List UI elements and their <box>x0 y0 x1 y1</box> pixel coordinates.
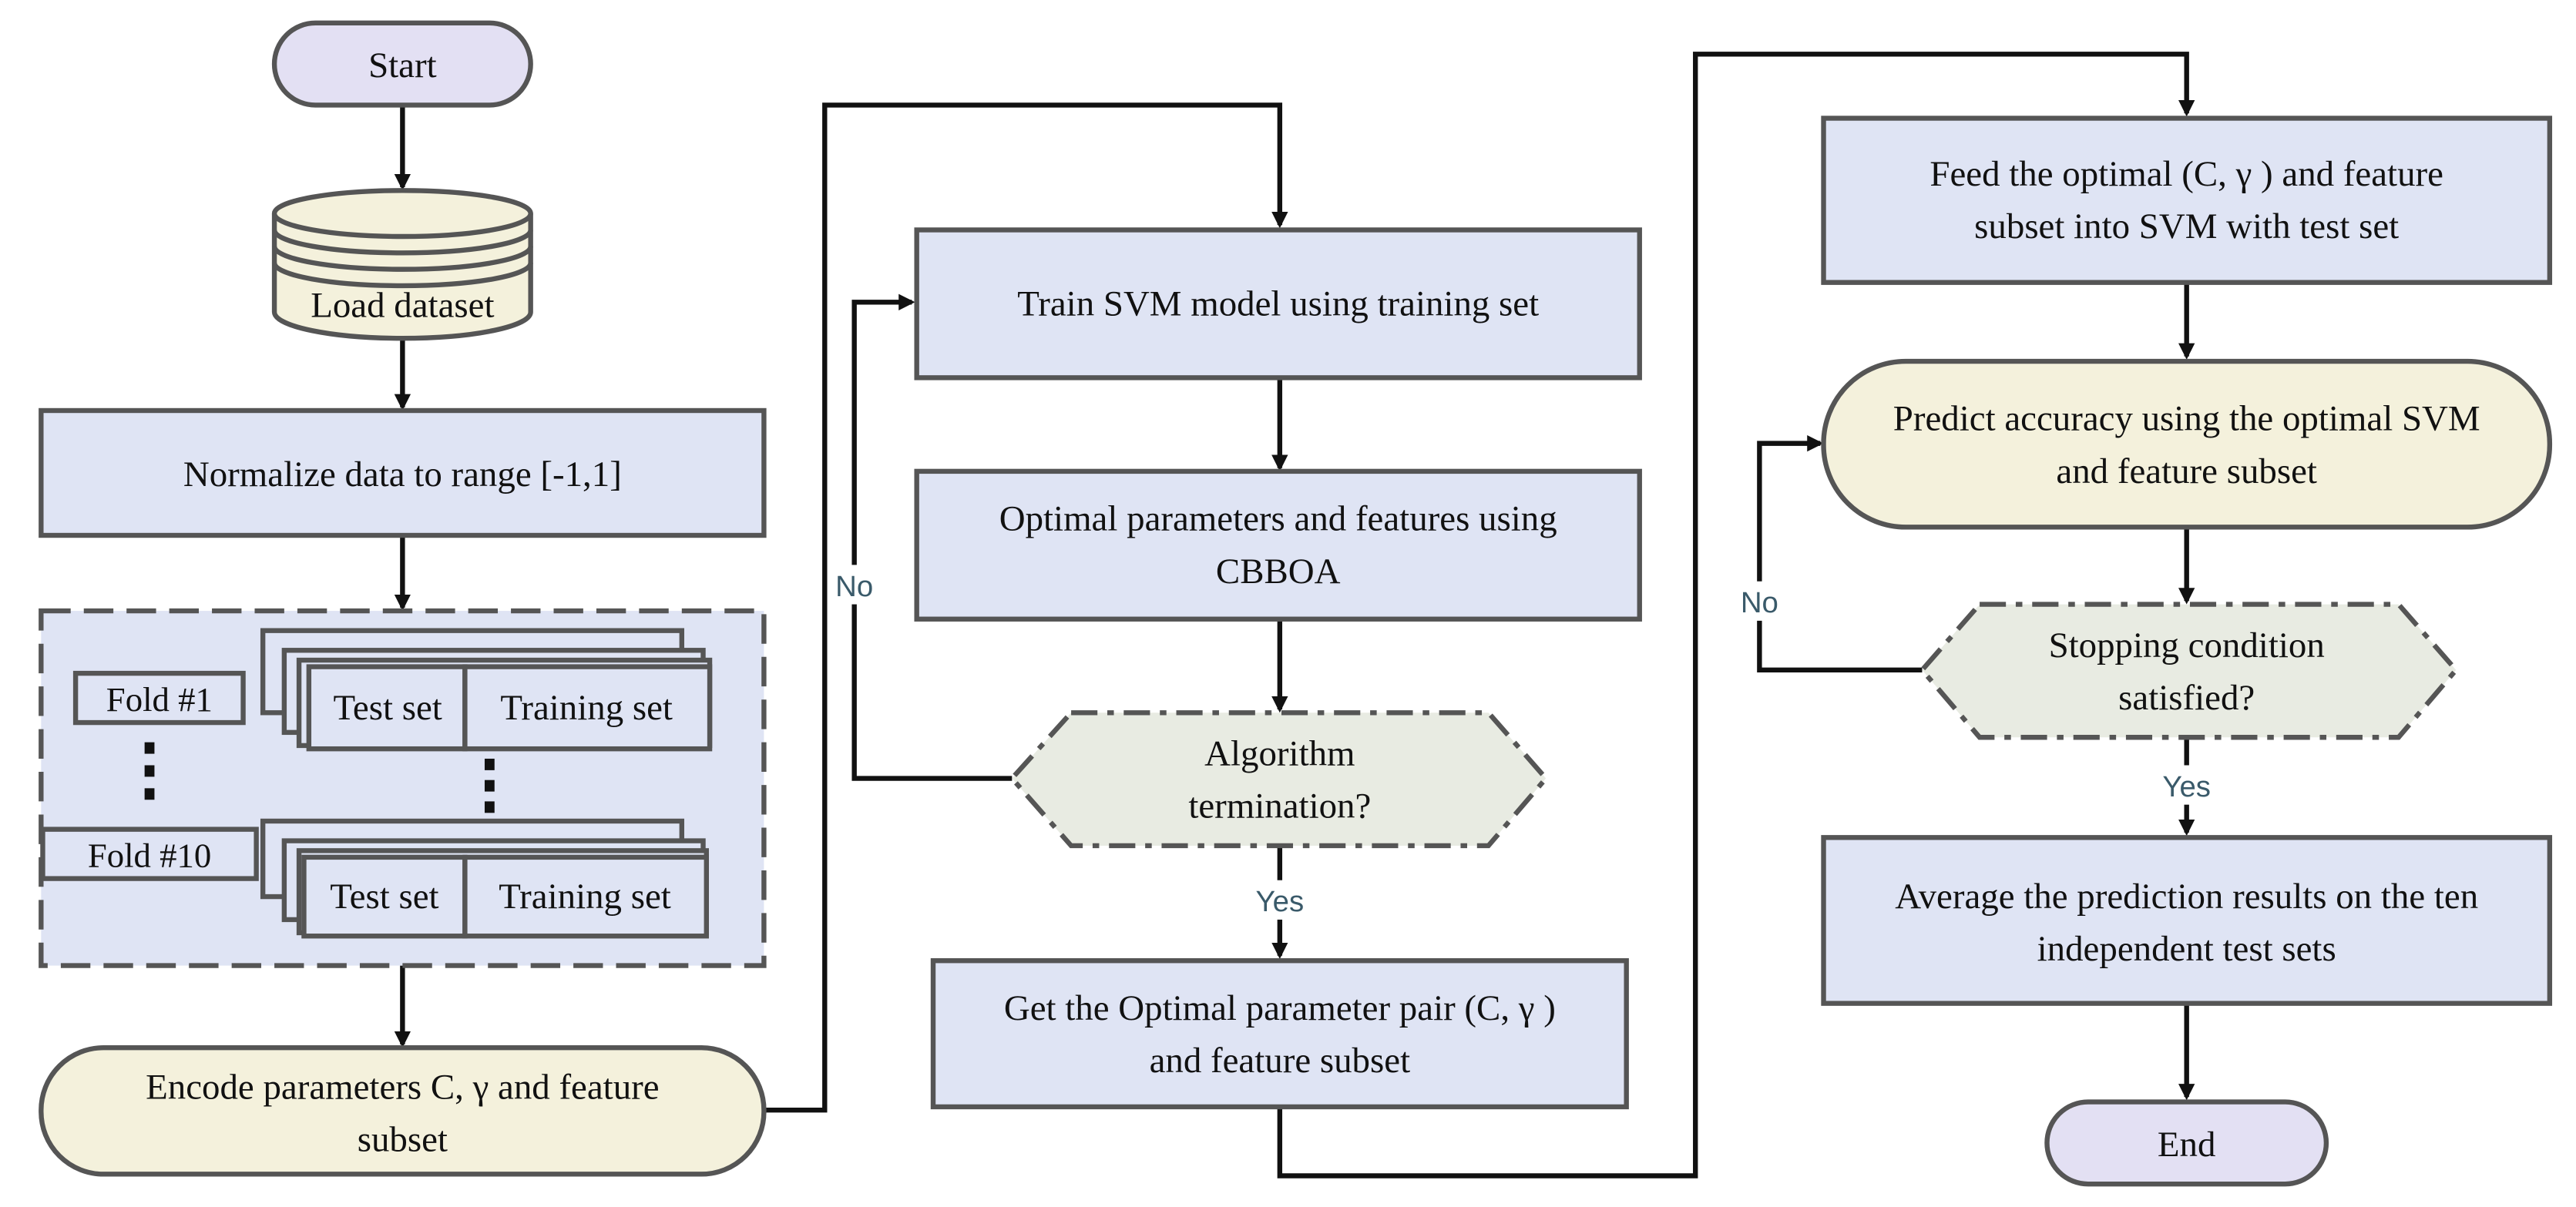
feed-label-line2: subset into SVM with test set <box>1974 206 2399 246</box>
stopping-condition-decision: Stopping condition satisfied? <box>1919 602 2460 740</box>
normalize-label: Normalize data to range [-1,1] <box>183 454 622 495</box>
stopping-label-line2: satisfied? <box>2118 678 2255 718</box>
fold-1-box <box>72 670 246 726</box>
algo-term-label-line2: termination? <box>1188 786 1371 826</box>
optimal-params-process: Optimal parameters and features using CB… <box>914 468 1642 622</box>
encode-label-line1: Encode parameters C, γ and feature <box>146 1067 659 1107</box>
algorithm-termination-decision: Algorithm termination? <box>1009 710 1550 849</box>
encode-parameters-io: Encode parameters C, γ and feature subse… <box>39 1045 767 1177</box>
label-yes-stopping: Yes <box>2162 770 2211 803</box>
load-dataset-database: Load dataset <box>271 188 533 341</box>
optimal-params-label-line1: Optimal parameters and features using <box>999 499 1557 539</box>
fold-ellipsis-right <box>484 758 495 813</box>
stopping-label-line1: Stopping condition <box>2049 625 2325 666</box>
load-dataset-label: Load dataset <box>311 285 494 325</box>
encode-label-line2: subset <box>358 1120 448 1160</box>
fold-1-label: Fold #1 <box>106 680 213 719</box>
algo-term-label-line1: Algorithm <box>1204 733 1355 773</box>
fold-ellipsis-left <box>144 742 155 800</box>
predict-accuracy-io: Predict accuracy using the optimal SVM a… <box>1821 358 2553 530</box>
average-results-process: Average the prediction results on the te… <box>1821 835 2553 1006</box>
average-label-line2: independent test sets <box>2037 929 2336 969</box>
fold-10-box <box>40 826 259 881</box>
arrow-stopping-no-loop <box>1757 434 1923 673</box>
folds-container: Fold #1 Test set Training set Fold #10 <box>39 608 767 968</box>
get-optimal-label-line1: Get the Optimal parameter pair (C, γ ) <box>1004 988 1556 1028</box>
train-svm-process: Train SVM model using training set <box>914 227 1642 381</box>
fold-1-stack <box>260 628 713 752</box>
optimal-params-label-line2: CBBOA <box>1216 552 1341 592</box>
arrow-termination-no-loop <box>851 293 1013 781</box>
end-terminal: End <box>2044 1099 2329 1187</box>
fold-10-training-set: Training set <box>499 877 671 917</box>
feed-label-line1: Feed the optimal (C, γ ) and feature <box>1929 154 2443 194</box>
feed-optimal-process: Feed the optimal (C, γ ) and feature sub… <box>1821 116 2553 285</box>
fold-10-label: Fold #10 <box>88 837 211 875</box>
fold-1-test-set: Test set <box>334 688 442 728</box>
average-label-line1: Average the prediction results on the te… <box>1895 877 2478 917</box>
predict-label-line1: Predict accuracy using the optimal SVM <box>1893 399 2480 439</box>
end-label: End <box>2158 1125 2216 1165</box>
start-terminal: Start <box>271 20 533 108</box>
fold-1-training-set: Training set <box>500 688 673 728</box>
arrow-encode-to-train <box>764 102 1288 1113</box>
get-optimal-label-line2: and feature subset <box>1150 1041 1411 1081</box>
label-yes-termination: Yes <box>1256 885 1305 918</box>
label-no-termination: No <box>835 570 873 603</box>
fold-10-test-set: Test set <box>330 877 438 917</box>
start-label: Start <box>368 45 437 85</box>
get-optimal-process: Get the Optimal parameter pair (C, γ ) a… <box>930 958 1629 1110</box>
train-svm-label: Train SVM model using training set <box>1017 283 1539 324</box>
arrow-getoptimal-to-feed <box>1277 52 2195 1179</box>
fold-10-stack <box>260 818 709 939</box>
predict-label-line2: and feature subset <box>2056 451 2317 491</box>
label-no-stopping: No <box>1741 586 1778 619</box>
normalize-process: Normalize data to range [-1,1] <box>39 407 767 538</box>
